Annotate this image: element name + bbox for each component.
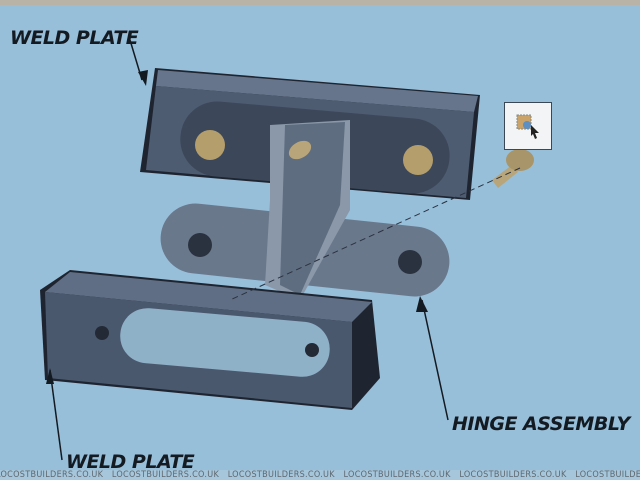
hinge-assembly bbox=[160, 120, 450, 300]
screw-head bbox=[195, 130, 225, 160]
leader-line-bottom bbox=[49, 369, 63, 461]
bottom-weld-plate bbox=[40, 270, 380, 410]
watermark: LOCOSTBUILDERS.CO.UK bbox=[459, 470, 567, 480]
watermark: LOCOSTBUILDERS.CO.UK bbox=[111, 470, 220, 480]
screw bbox=[288, 140, 312, 160]
label-top-weld-plate: WELD PLATE bbox=[10, 27, 139, 49]
loose-screw bbox=[229, 149, 534, 301]
image-hint-icon[interactable] bbox=[504, 102, 552, 150]
watermark: LOCOSTBUILDERS.CO.UK bbox=[575, 470, 640, 480]
screw-head bbox=[403, 145, 433, 175]
top-border bbox=[0, 0, 640, 5]
leader-line-hinge bbox=[421, 299, 449, 421]
label-hinge-assembly: HINGE ASSEMBLY bbox=[452, 413, 630, 435]
label-bottom-weld-plate: WELD PLATE bbox=[66, 451, 195, 473]
watermark: LOCOSTBUILDERS.CO.UK bbox=[0, 470, 104, 480]
watermark: LOCOSTBUILDERS.CO.UK bbox=[227, 470, 335, 480]
watermark: LOCOSTBUILDERS.CO.UK bbox=[343, 470, 451, 480]
watermark-strip: LOCOSTBUILDERS.CO.UK LOCOSTBUILDERS.CO.U… bbox=[0, 470, 640, 480]
